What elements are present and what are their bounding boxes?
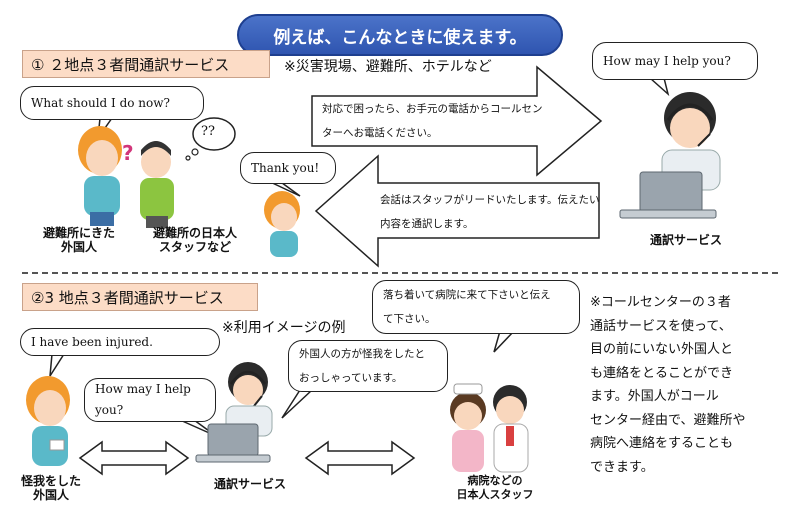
section2-explanation: ※コールセンターの３者 通話サービスを使って、 目の前にいない外国人と も連絡を…	[590, 291, 770, 479]
bubble-what-should-i-do: What should I do now?	[20, 86, 204, 120]
nurse-illustration	[450, 383, 486, 472]
bubble-hospital-request: 落ち着いて病院に来て下さいと伝え て下さい。	[372, 280, 580, 334]
thank-you-girl-illustration	[264, 191, 300, 257]
bubble-op-line1: 外国人の方が怪我をしたと	[299, 348, 425, 360]
bubble-thank-you: Thank you!	[240, 152, 336, 184]
explanation-line: も連絡をとることができ	[590, 365, 734, 381]
caption-injured-line2: 外国人	[32, 488, 69, 502]
caption-staff-line2: スタッフなど	[158, 240, 231, 254]
caption-evacuee-line1: 避難所にきた	[42, 226, 115, 240]
double-arrow-right	[304, 440, 416, 476]
section2-label: ②3 地点３者間通訳サービス	[22, 283, 258, 311]
section1-label: ① ２地点３者間通訳サービス	[22, 50, 270, 78]
bubble-hosp-line1: 落ち着いて病院に来て下さいと伝え	[383, 289, 551, 301]
caption-shelter-staff: 避難所の日本人 スタッフなど	[140, 226, 250, 254]
caption-evacuee-line2: 外国人	[60, 240, 97, 254]
bubble-help-text: How may I help you?	[603, 54, 731, 68]
caption-injured-foreigner: 怪我をした 外国人	[6, 474, 96, 502]
explanation-line: ※コールセンターの３者	[590, 295, 731, 310]
caption-hospital-line2: 日本人スタッフ	[456, 488, 534, 501]
explanation-line: 通話サービスを使って、	[590, 318, 732, 334]
caption-interpreting-service-2: 通訳サービス	[213, 477, 286, 491]
arrow-right-text-2: ターへお電話ください。	[322, 127, 438, 139]
double-arrow-left	[78, 440, 190, 476]
explanation-line: できます。	[590, 459, 654, 475]
operator1-illustration	[619, 92, 721, 219]
staff-illustration	[140, 141, 174, 228]
bubble-injured: I have been injured.	[20, 328, 220, 356]
bubble-help2-line1: How may I help	[95, 382, 191, 396]
bubble-how-may-i-help-2: How may I help you?	[84, 378, 216, 422]
caption-hospital-staff: 病院などの 日本人スタッフ	[440, 474, 550, 502]
page-title: 例えば、こんなときに使えます。	[237, 14, 563, 56]
bubble-thanks-text: Thank you!	[251, 161, 320, 175]
bubble-op-line2: おっしゃっています。	[299, 372, 403, 384]
caption-hospital-line1: 病院などの	[467, 474, 523, 487]
bubble-help2-line2: you?	[95, 403, 124, 417]
caption-evacuee-foreigner: 避難所にきた 外国人	[34, 226, 124, 254]
operator2-illustration	[195, 362, 273, 463]
section2-note: ※利用イメージの例	[222, 320, 346, 336]
section-divider	[22, 272, 778, 274]
explanation-line: 病院へ連絡をすることも	[590, 436, 734, 451]
bubble-how-may-i-help: How may I help you?	[592, 42, 758, 80]
arrow-left-text-1: 会話はスタッフがリードいたします。伝えたい	[380, 194, 600, 206]
svg-text:?: ?	[122, 141, 134, 165]
bubble-injured-text: I have been injured.	[31, 335, 153, 349]
explanation-line: ます。外国人がコール	[590, 389, 719, 404]
injured-foreigner-illustration	[26, 376, 70, 466]
caption-staff-line1: 避難所の日本人	[152, 226, 237, 240]
arrow-left-shape	[314, 154, 600, 268]
bubble-what-text: What should I do now?	[31, 96, 170, 110]
bubble-question-marks: ??	[201, 124, 215, 139]
bubble-operator-relay: 外国人の方が怪我をしたと おっしゃっています。	[288, 340, 448, 392]
arrow-left-text-2: 内容を通訳します。	[380, 218, 474, 230]
explanation-line: 目の前にいない外国人と	[590, 342, 734, 357]
arrow-right-shape	[311, 65, 603, 177]
doctor-illustration	[493, 385, 529, 473]
explanation-line: センター経由で、避難所や	[590, 412, 746, 428]
bubble-hosp-line2: て下さい。	[383, 313, 436, 325]
caption-injured-line1: 怪我をした	[20, 474, 81, 488]
section1-note: ※災害現場、避難所、ホテルなど	[284, 59, 492, 75]
arrow-right-text-1: 対応で困ったら、お手元の電話からコールセン	[322, 103, 543, 115]
caption-interpreting-service-1: 通訳サービス	[649, 233, 722, 247]
foreigner-illustration: ?	[78, 126, 134, 226]
